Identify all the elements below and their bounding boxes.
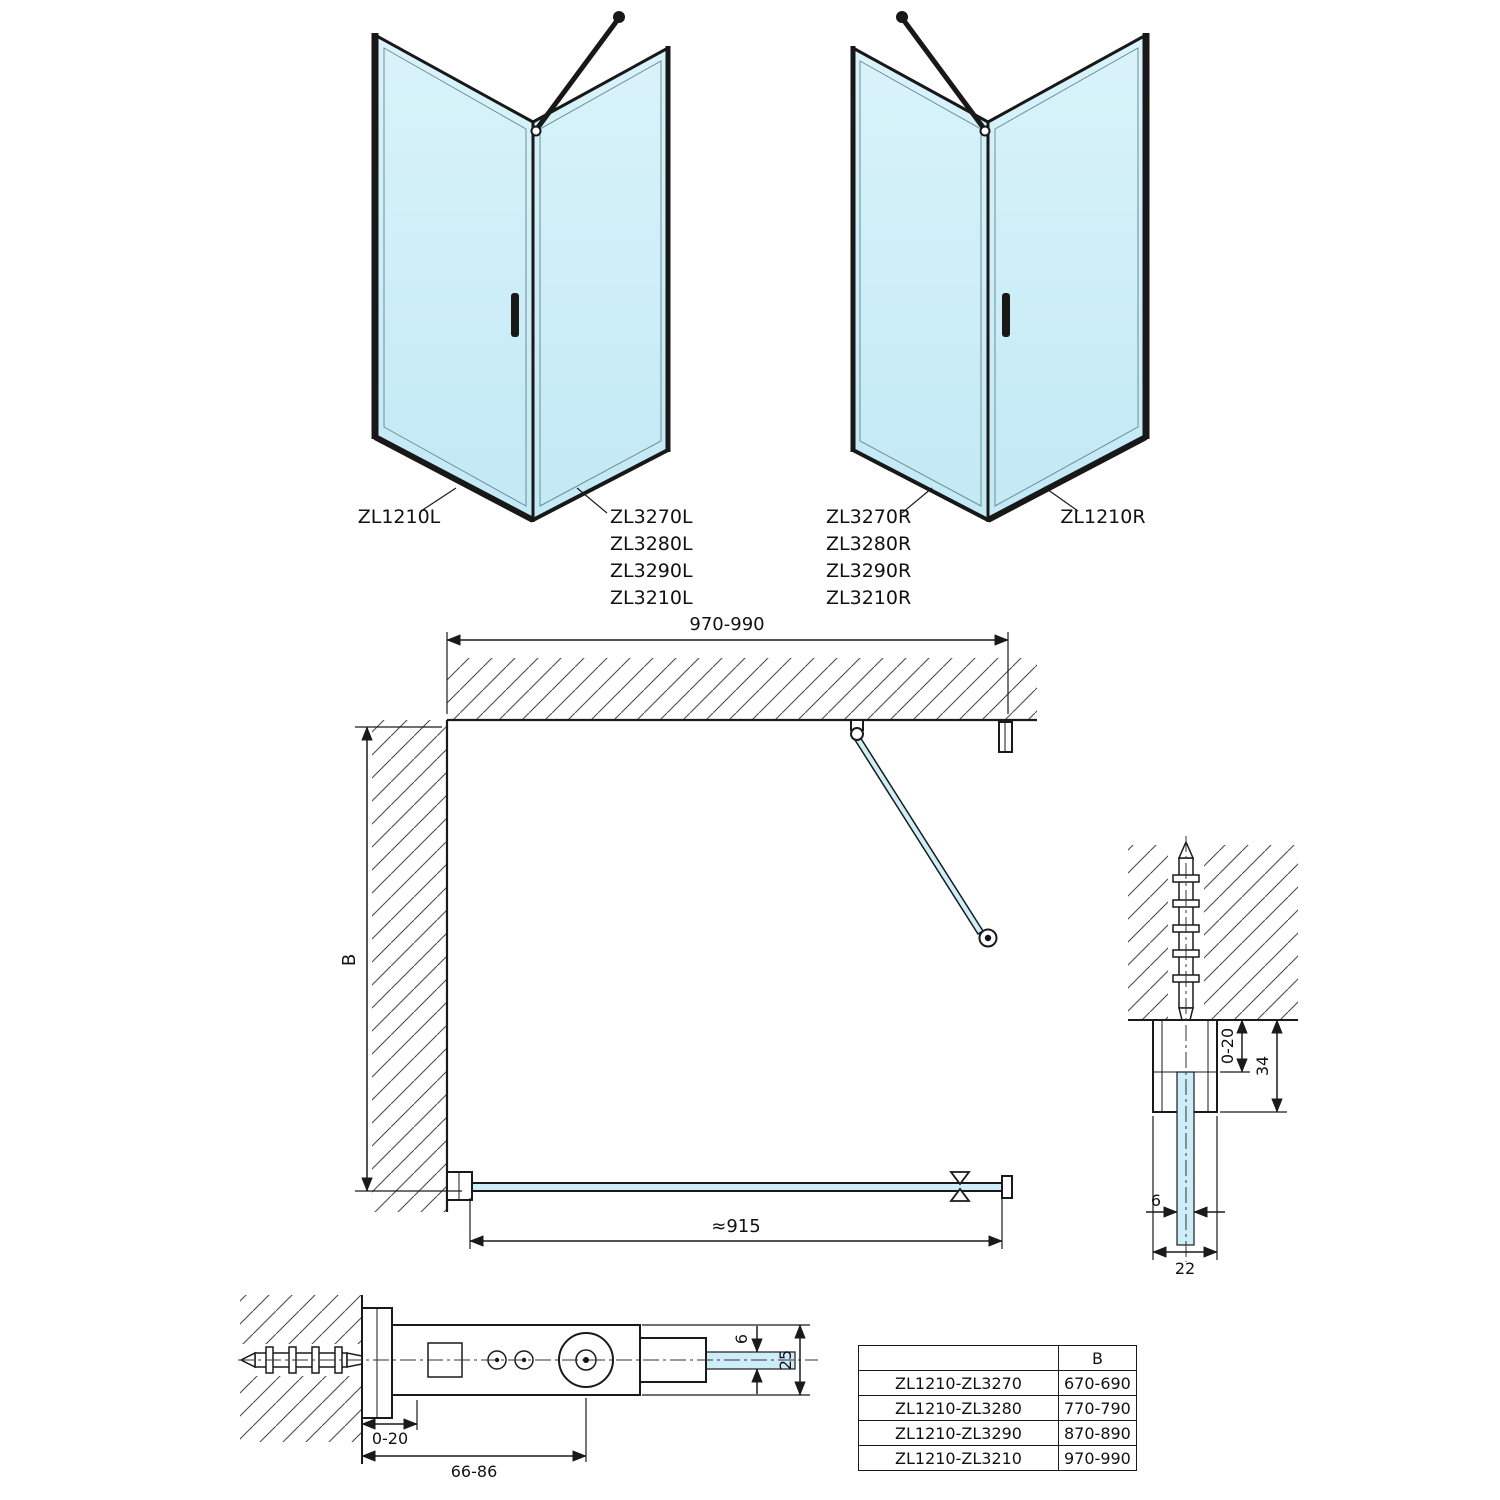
label-panel-right-0: ZL3270R bbox=[826, 506, 911, 528]
wall-hatch-detail-right bbox=[1128, 845, 1298, 1020]
size-table: B ZL1210-ZL3270 670-690 ZL1210-ZL3280 77… bbox=[858, 1345, 1137, 1471]
table-cell-combo-2: ZL1210-ZL3290 bbox=[858, 1420, 1059, 1446]
label-door-right: ZL1210R bbox=[1060, 506, 1145, 528]
table-cell-b-1: 770-790 bbox=[1058, 1395, 1137, 1421]
dim-glass-label: ≈915 bbox=[711, 1216, 760, 1237]
label-panel-right-1: ZL3280R bbox=[826, 533, 911, 555]
label-panel-right-2: ZL3290R bbox=[826, 560, 911, 582]
wall-hatch-left bbox=[372, 720, 447, 1212]
hinge-dim-range: 66-86 bbox=[451, 1462, 498, 1481]
label-panel-left-2: ZL3290L bbox=[610, 560, 693, 582]
table-cell-b-2: 870-890 bbox=[1058, 1420, 1137, 1446]
table-row: ZL1210-ZL3290 870-890 bbox=[858, 1420, 1137, 1446]
hinge-dim-height: 25 bbox=[776, 1350, 795, 1370]
door-top-fitting bbox=[850, 727, 864, 741]
hinge-dim-glass: 6 bbox=[732, 1334, 751, 1344]
dim-width-label: 970-990 bbox=[689, 614, 764, 635]
detail-dim-width: 22 bbox=[1175, 1259, 1195, 1278]
door-open-plan bbox=[853, 735, 985, 936]
table-row: ZL1210-ZL3210 970-990 bbox=[858, 1445, 1137, 1471]
door-handle-left bbox=[511, 293, 519, 337]
label-panel-left-0: ZL3270L bbox=[610, 506, 693, 528]
support-rod-right bbox=[902, 19, 988, 133]
support-rod-left bbox=[533, 19, 619, 133]
wall-profile-detail: 0-20 34 6 22 bbox=[1128, 836, 1298, 1278]
label-panel-right-3: ZL3210R bbox=[826, 587, 911, 609]
table-header-row: B bbox=[858, 1345, 1137, 1371]
label-door-left: ZL1210L bbox=[358, 506, 441, 528]
table-header-b: B bbox=[1058, 1345, 1137, 1371]
table-header-combo bbox=[858, 1345, 1059, 1371]
table-cell-combo-3: ZL1210-ZL3210 bbox=[858, 1445, 1059, 1471]
table-cell-b-0: 670-690 bbox=[1058, 1370, 1137, 1396]
table-cell-b-3: 970-990 bbox=[1058, 1445, 1137, 1471]
wall-hatch-top bbox=[447, 658, 1037, 720]
detail-dim-glass: 6 bbox=[1151, 1191, 1161, 1210]
table-cell-combo-1: ZL1210-ZL3280 bbox=[858, 1395, 1059, 1421]
label-panel-left-3: ZL3210L bbox=[610, 587, 693, 609]
table-row: ZL1210-ZL3280 770-790 bbox=[858, 1395, 1137, 1421]
detail-dim-height: 34 bbox=[1253, 1056, 1272, 1076]
label-panel-left-1: ZL3280L bbox=[610, 533, 693, 555]
fixed-panel-plan bbox=[470, 1183, 1002, 1191]
table-cell-combo-0: ZL1210-ZL3270 bbox=[858, 1370, 1059, 1396]
hinge-detail: 0-20 66-86 6 25 bbox=[238, 1295, 818, 1481]
elevation-left: ZL1210L ZL3270L ZL3280L ZL3290L ZL3210L bbox=[358, 11, 693, 609]
glass-clamp-plan bbox=[949, 1171, 971, 1186]
glass-panel-side-left bbox=[532, 46, 669, 522]
table-row: ZL1210-ZL3270 670-690 bbox=[858, 1370, 1137, 1396]
door-handle-right bbox=[1002, 293, 1010, 337]
glass-panel-side-right bbox=[852, 46, 989, 522]
dim-depth-label: B bbox=[339, 954, 360, 966]
plan-view: 970-990 B ≈915 bbox=[339, 614, 1037, 1249]
elevation-right: ZL3270R ZL3280R ZL3290R ZL3210R ZL1210R bbox=[826, 11, 1150, 609]
detail-dim-adjust: 0-20 bbox=[1218, 1028, 1237, 1064]
hinge-dim-adjust: 0-20 bbox=[372, 1429, 408, 1448]
